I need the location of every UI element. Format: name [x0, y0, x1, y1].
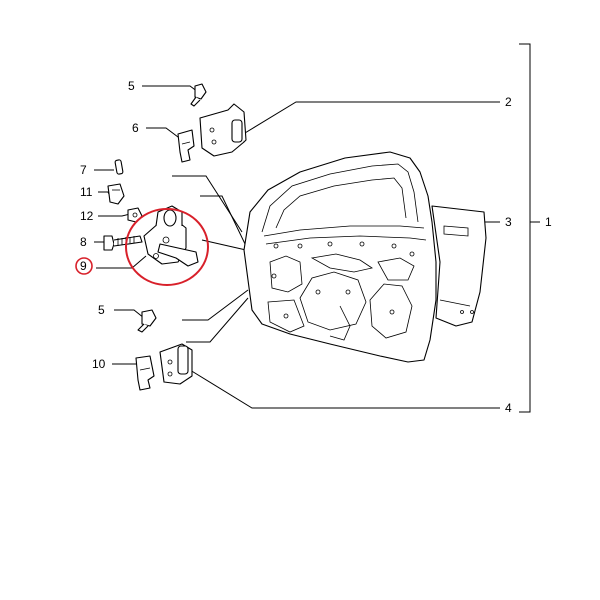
lower-hinge	[159, 343, 193, 385]
callout-9-circle	[75, 257, 93, 275]
door-assembly	[243, 151, 487, 363]
group-bracket	[519, 43, 540, 413]
callout-8: 8	[80, 235, 87, 249]
guide-lines	[172, 175, 249, 343]
callout-4: 4	[505, 401, 512, 415]
callout-6: 6	[132, 121, 139, 135]
bolt-8	[94, 235, 143, 251]
highlight-circle-part-9	[125, 208, 209, 286]
callout-10: 10	[92, 357, 106, 371]
clip-11	[98, 183, 125, 205]
upper-hinge	[199, 103, 247, 157]
callout-2: 2	[505, 95, 512, 109]
bolt-5-lower	[114, 309, 157, 333]
callout-12: 12	[80, 209, 94, 223]
shim-6	[146, 127, 195, 163]
screw-12	[98, 207, 143, 223]
pin-7	[94, 159, 124, 175]
shim-10	[112, 355, 155, 391]
callout-11: 11	[80, 185, 93, 199]
bolt-5-upper	[142, 83, 207, 107]
callout-9: 9	[80, 259, 87, 273]
callout-1: 1	[545, 215, 552, 229]
callout-5-upper: 5	[128, 79, 135, 93]
callout-7: 7	[80, 163, 87, 177]
door-check-9	[96, 205, 199, 269]
callout-5-lower: 5	[98, 303, 105, 317]
callout-3: 3	[505, 215, 512, 229]
